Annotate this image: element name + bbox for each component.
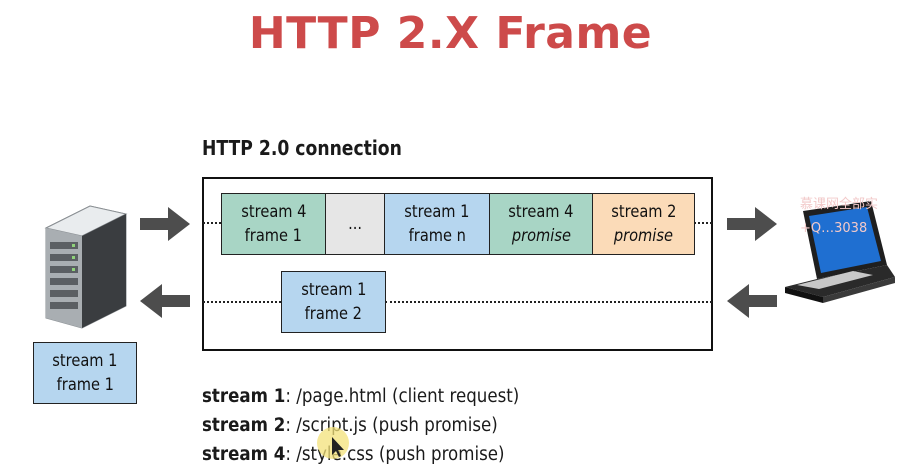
watermark-text: 慕课网全部实 xyxy=(800,197,879,212)
arrow-left-icon xyxy=(727,284,777,318)
frame-line2: promise xyxy=(613,226,674,246)
frame-line1: stream 4 xyxy=(240,202,307,222)
frame-line1: stream 1 xyxy=(404,202,470,222)
arrow-left-icon xyxy=(140,284,190,318)
bottom-dotted-line-left xyxy=(203,301,281,303)
frame-stream1-frame2: stream 1 frame 2 xyxy=(281,271,386,333)
frame-line1: stream 2 xyxy=(610,202,677,222)
laptop-icon xyxy=(785,201,895,303)
frame-line2: promise xyxy=(511,226,571,246)
legend-stream: stream 4 xyxy=(202,444,286,465)
frame-stream1-framen: stream 1 frame n xyxy=(384,193,490,255)
watermark-text: +Q…3038 xyxy=(800,221,868,236)
top-dotted-line-right xyxy=(694,222,712,224)
arrow-right-icon xyxy=(727,207,777,241)
legend-stream: stream 2 xyxy=(202,415,286,436)
frame-line2: frame 1 xyxy=(56,375,114,395)
arrow-right-icon xyxy=(140,207,190,241)
frame-stream4-frame1: stream 4 frame 1 xyxy=(221,193,326,255)
frame-line1: stream 4 xyxy=(508,202,574,222)
frame-line2: frame 1 xyxy=(244,226,303,246)
bottom-dotted-line-right xyxy=(385,301,712,303)
connection-label: HTTP 2.0 connection xyxy=(202,136,402,160)
frame-line1: stream 1 xyxy=(300,280,367,300)
frame-line2: frame 2 xyxy=(304,304,363,324)
frame-line2: frame n xyxy=(408,226,466,246)
frame-stream4-promise: stream 4 promise xyxy=(489,193,593,255)
legend-row: stream 1: /page.html (client request) xyxy=(202,382,519,411)
legend-row: stream 4: /style.css (push promise) xyxy=(202,440,519,469)
mouse-cursor-icon xyxy=(317,427,349,459)
legend-desc: : /page.html (client request) xyxy=(285,386,520,407)
top-dotted-line-left xyxy=(203,222,221,224)
page-title: HTTP 2.X Frame xyxy=(248,8,653,59)
frame-line1: stream 1 xyxy=(52,351,118,371)
frame-client-stream1-frame1: stream 1 frame 1 xyxy=(33,342,137,404)
legend-stream: stream 1 xyxy=(202,386,286,407)
frame-stream2-promise: stream 2 promise xyxy=(592,193,695,255)
server-icon xyxy=(44,205,128,329)
frame-ellipsis: ... xyxy=(325,193,385,255)
legend-row: stream 2: /script.js (push promise) xyxy=(202,411,519,440)
frame-line1: ... xyxy=(348,214,362,234)
stream-legend: stream 1: /page.html (client request) st… xyxy=(202,382,519,469)
